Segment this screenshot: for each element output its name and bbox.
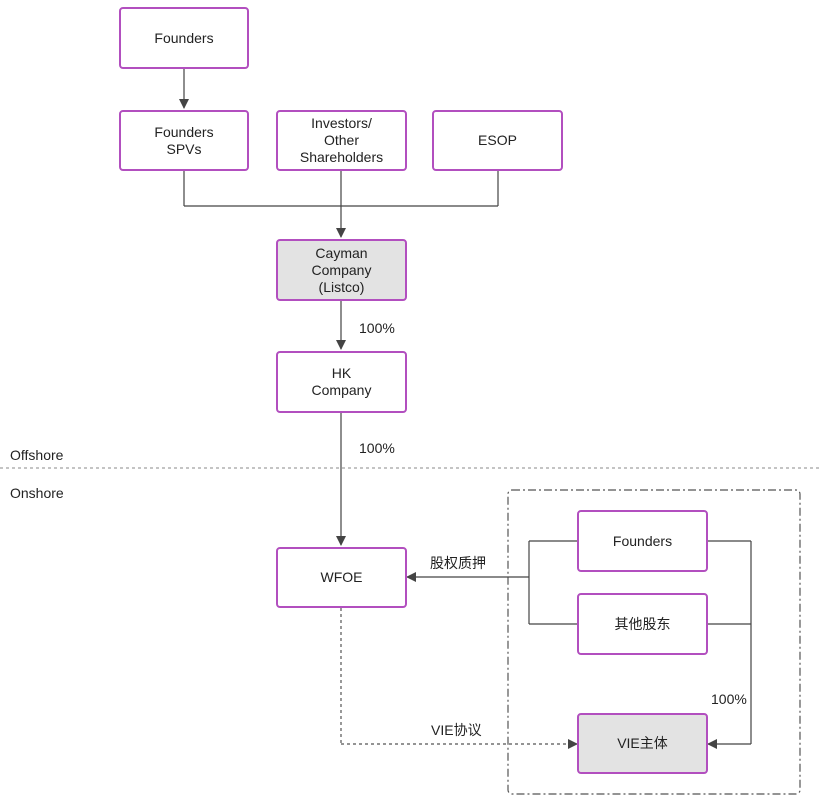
vie-structure-boundary [507, 489, 801, 795]
node-other-shareholders: 其他股东 [577, 593, 708, 655]
node-cayman-listco: Cayman Company (Listco) [276, 239, 407, 301]
node-founders-spvs: Founders SPVs [119, 110, 249, 171]
label-offshore: Offshore [10, 447, 64, 463]
label-equity-pledge: 股权质押 [430, 555, 486, 571]
node-founders-top: Founders [119, 7, 249, 69]
label-onshore: Onshore [10, 485, 64, 501]
node-investors: Investors/ Other Shareholders [276, 110, 407, 171]
node-hk-company: HK Company [276, 351, 407, 413]
node-wfoe: WFOE [276, 547, 407, 608]
node-founders-onshore: Founders [577, 510, 708, 572]
label-hk-to-wfoe-pct: 100% [359, 440, 395, 456]
label-shareholders-to-vie-pct: 100% [711, 691, 747, 707]
label-vie-agreement: VIE协议 [431, 722, 482, 738]
node-vie-entity: VIE主体 [577, 713, 708, 774]
node-esop: ESOP [432, 110, 563, 171]
label-cayman-to-hk-pct: 100% [359, 320, 395, 336]
